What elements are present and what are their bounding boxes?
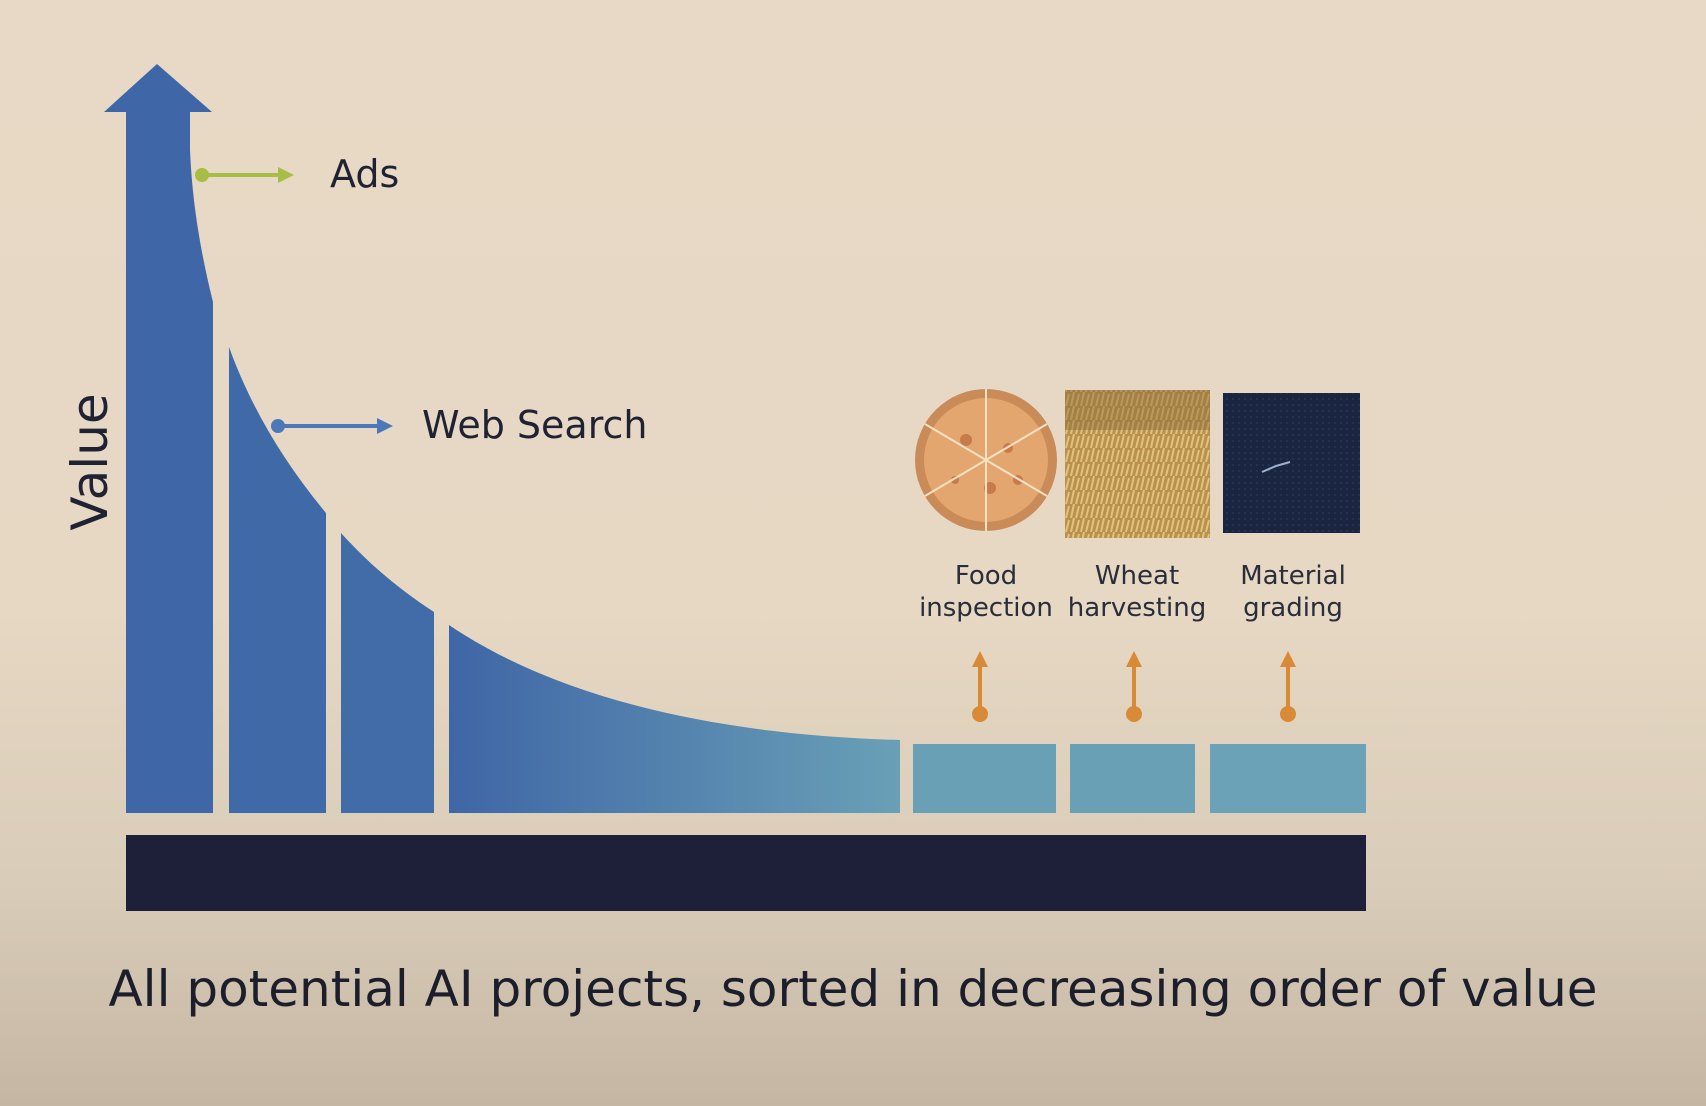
wheat-field-image <box>1065 390 1210 538</box>
web-search-arrow <box>271 418 393 434</box>
bar-material-grading <box>1210 744 1366 813</box>
diagram-caption: All potential AI projects, sorted in dec… <box>108 960 1598 1018</box>
project-caption-wheat: Wheat harvesting <box>1062 560 1212 624</box>
bar-wheat-harvesting <box>1070 744 1195 813</box>
bar-tail <box>449 625 900 813</box>
y-axis-label: Value <box>61 393 119 531</box>
project-caption-line1: Food <box>954 561 1018 591</box>
up-arrow-material <box>1280 651 1296 722</box>
project-caption-line2: harvesting <box>1067 593 1207 623</box>
up-arrow-wheat <box>1126 651 1142 722</box>
project-caption-food: Food inspection <box>911 560 1061 624</box>
project-caption-line1: Wheat <box>1094 561 1180 591</box>
bar-web-search <box>229 347 326 813</box>
base-bar <box>126 835 1366 911</box>
bar-ads <box>104 64 213 813</box>
project-caption-line1: Material <box>1240 561 1346 591</box>
up-arrow-food <box>972 651 988 722</box>
project-caption-line2: grading <box>1243 593 1343 623</box>
project-caption-line2: inspection <box>919 593 1053 623</box>
web-search-label: Web Search <box>422 403 648 447</box>
pizza-image <box>915 389 1057 531</box>
dark-fabric-image <box>1223 393 1360 533</box>
bar-3 <box>341 533 434 813</box>
ads-arrow <box>195 167 294 183</box>
project-caption-material: Material grading <box>1218 560 1368 624</box>
ads-label: Ads <box>330 152 400 196</box>
bar-food-inspection <box>913 744 1056 813</box>
